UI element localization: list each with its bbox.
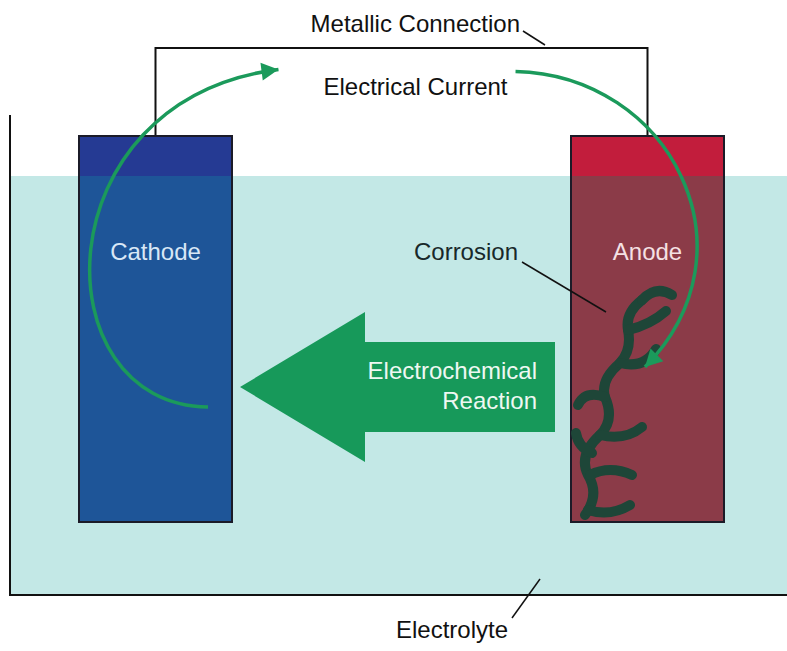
electrolyte-fill: [10, 176, 787, 595]
container-wall: [10, 115, 787, 595]
electrode-label: Anode: [570, 238, 725, 267]
callout-label: Corrosion: [414, 238, 518, 267]
electrode-fill: [78, 135, 233, 523]
corrosion-mark: [576, 433, 592, 453]
part-label: Metallic Connection: [311, 10, 520, 39]
reaction-arrow: [240, 312, 555, 462]
corrosion-mark: [642, 291, 672, 300]
edge-label: Electrochemical Reaction: [368, 356, 537, 416]
reaction-arrow-shape: [240, 312, 555, 462]
electrode-fill: [570, 135, 725, 523]
corrosion-mark: [585, 300, 642, 515]
corrosion-mark: [578, 395, 605, 405]
arrow-head: [260, 63, 278, 81]
electrode-body: [78, 135, 233, 523]
corrosion-mark: [620, 349, 656, 364]
electrode-label: Cathode: [78, 238, 233, 267]
part-label: Electrolyte: [396, 616, 508, 645]
corrosion-mark: [600, 427, 642, 437]
corrosion-pits: [570, 135, 725, 523]
wire-line: [156, 48, 648, 135]
edge-label: Electrical Current: [323, 73, 507, 102]
leader-line: [522, 262, 606, 312]
electrode-body: [570, 135, 725, 523]
anode-electrode: Anode: [570, 135, 725, 523]
corrosion-mark: [590, 470, 632, 475]
metallic-wire: [156, 48, 648, 135]
corrosion-mark: [588, 505, 630, 513]
arrow-head: [645, 349, 663, 367]
electrode-outline: [79, 136, 232, 522]
leader-line: [523, 31, 545, 45]
cathode-electrode: Cathode: [78, 135, 233, 523]
current-curve: [516, 71, 698, 367]
corrosion-mark: [628, 311, 666, 330]
electrode-outline: [571, 136, 724, 522]
electrode-top: [78, 135, 233, 176]
leader-line: [512, 579, 540, 618]
electrode-top: [570, 135, 725, 176]
